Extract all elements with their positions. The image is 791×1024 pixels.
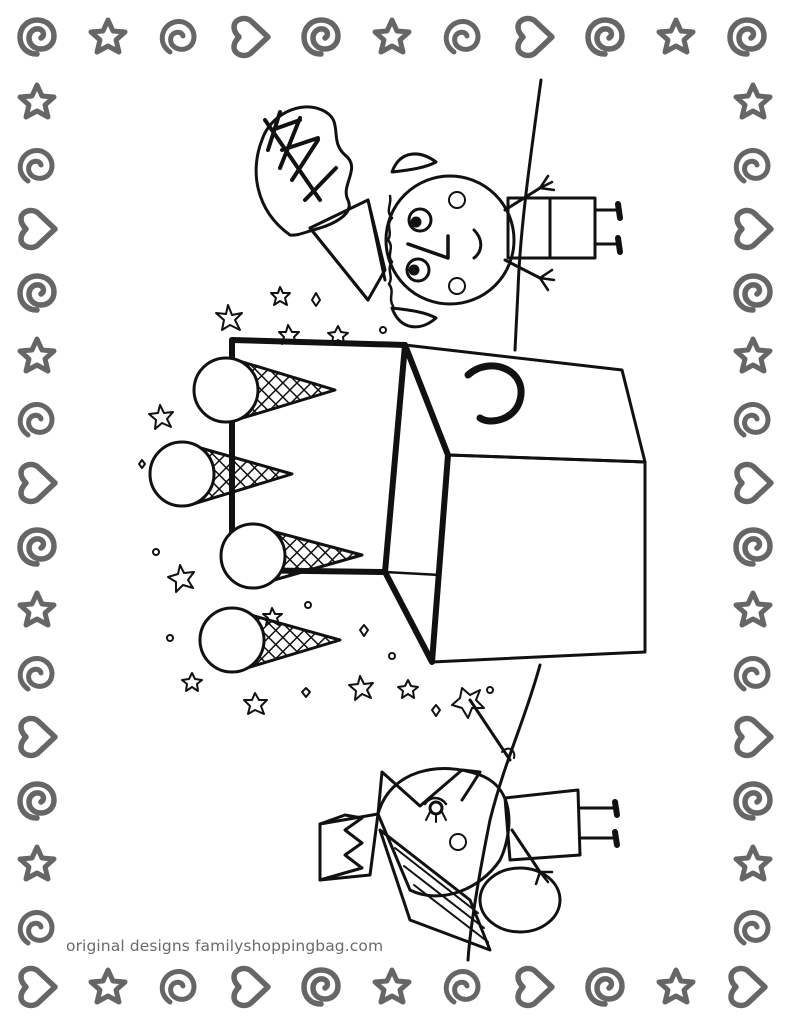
ice-cream-cone-3 xyxy=(219,522,364,590)
elf-body xyxy=(506,196,597,260)
ice-cream-cones xyxy=(148,356,364,674)
crown xyxy=(318,813,364,882)
princess-body xyxy=(503,788,582,862)
ice-cream-cone-2 xyxy=(148,440,294,508)
sparkle-stars xyxy=(138,286,494,717)
ground-line xyxy=(466,78,543,962)
ice-cream-cone-1 xyxy=(192,356,337,424)
elf-boy xyxy=(254,105,623,329)
leaf xyxy=(254,105,354,237)
fairy-princess xyxy=(318,687,620,952)
hat xyxy=(308,198,387,302)
ice-cream-cone-4 xyxy=(198,606,342,674)
box-handle xyxy=(464,362,525,425)
princess-bag xyxy=(478,866,562,934)
elf-head xyxy=(384,174,516,306)
credit-caption: original designs familyshoppingbag.com xyxy=(66,937,384,955)
